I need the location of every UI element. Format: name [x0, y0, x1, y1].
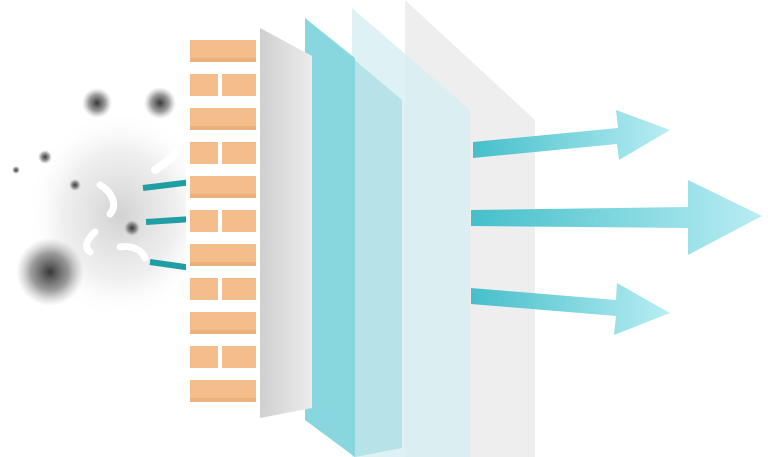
dust-particle-icon — [12, 87, 215, 320]
arrow-right-icon — [471, 110, 762, 335]
brick-wall-icon — [186, 28, 312, 418]
glass-layer-icon — [305, 0, 535, 457]
incoming-lines — [142, 179, 193, 271]
